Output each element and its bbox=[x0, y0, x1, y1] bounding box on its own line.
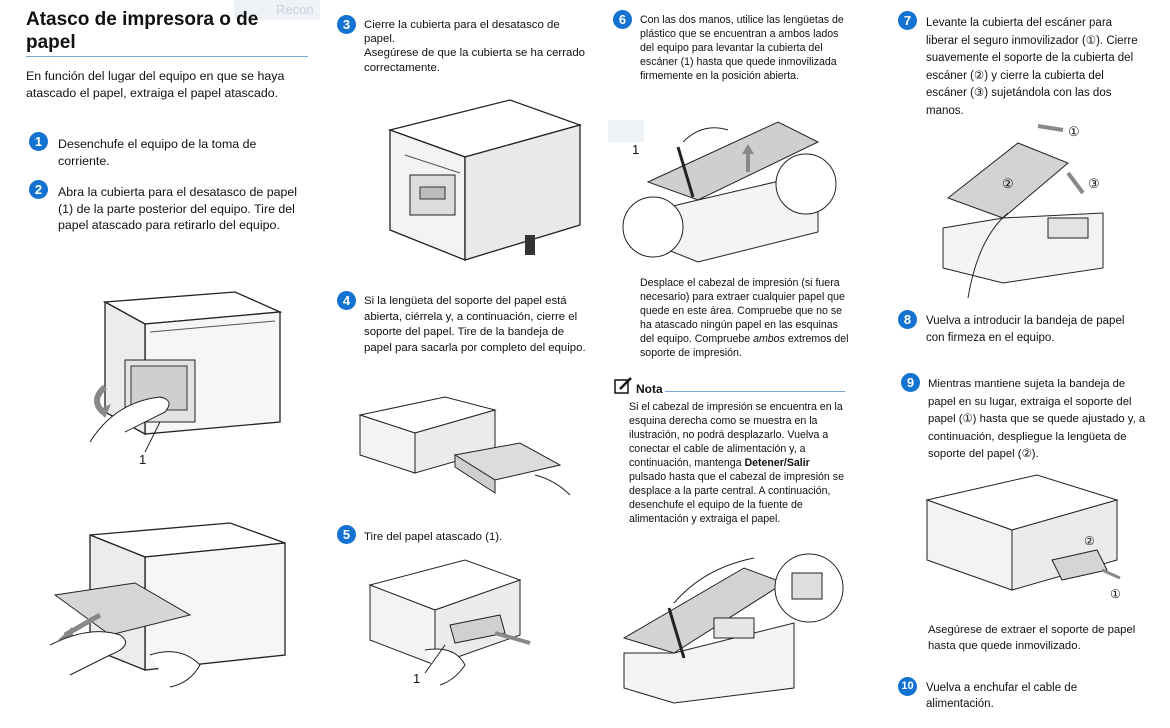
note-text-b: pulsado hasta que el cabezal de impresió… bbox=[629, 471, 844, 525]
step-9-subtext: Asegúrese de extraer el soporte de papel… bbox=[928, 624, 1136, 652]
step-3-text: Cierre la cubierta para el desatasco de … bbox=[364, 18, 589, 75]
callout-c2-fig10: ② bbox=[1002, 176, 1014, 191]
step-3-badge: 3 bbox=[337, 15, 356, 34]
step-6-sub-b: extremos del soporte de impresión. bbox=[640, 333, 849, 359]
step-7-badge: 7 bbox=[898, 11, 917, 30]
callout-c3-fig10: ③ bbox=[1088, 176, 1100, 191]
rear-cover-closed-illustration bbox=[387, 99, 583, 261]
step-8-badge: 8 bbox=[898, 310, 917, 329]
step-9-text: Mientras mantiene sujeta la bandeja de p… bbox=[928, 378, 1146, 460]
note-pencil-icon bbox=[614, 377, 632, 394]
page-title: Atasco de impresora o de papel bbox=[26, 9, 259, 53]
step-3-line1: Cierre la cubierta para el desatasco de … bbox=[364, 19, 560, 46]
pull-paper-rear-illustration bbox=[50, 522, 286, 688]
title-divider bbox=[26, 56, 308, 57]
callout-1-fig6: 1 bbox=[413, 671, 420, 686]
step-5-badge: 5 bbox=[337, 525, 356, 544]
step-4-text: Si la lengüeta del soporte del papel est… bbox=[364, 295, 586, 354]
step-9-badge: 9 bbox=[901, 373, 920, 392]
note-text-a: Si el cabezal de impresión se encuentra … bbox=[629, 401, 843, 469]
callout-1-fig7: 1 bbox=[632, 142, 639, 157]
step-10-text: Vuelva a enchufar el cable de alimentaci… bbox=[926, 682, 1078, 710]
rear-cover-illustration: 1 bbox=[89, 291, 283, 467]
callout-c1-fig10: ① bbox=[1068, 124, 1080, 139]
step-6-text: Con las dos manos, utilice las lengüetas… bbox=[640, 14, 844, 82]
scanner-cover-open-illustration: 1 bbox=[608, 120, 837, 263]
callout-c1-fig11: ① bbox=[1110, 587, 1121, 601]
step-6-sub-a: Desplace el cabezal de impresión (si fue… bbox=[640, 277, 845, 345]
callout-c2-fig11: ② bbox=[1084, 534, 1095, 548]
step-6-sub-em: ambos bbox=[753, 333, 785, 345]
pull-paper-front-illustration: 1 bbox=[368, 559, 531, 686]
step-5-text: Tire del papel atascado (1). bbox=[364, 531, 503, 543]
step-6-badge: 6 bbox=[613, 10, 632, 29]
step-4-badge: 4 bbox=[337, 291, 356, 310]
step-7-text: Levante la cubierta del escáner para lib… bbox=[926, 17, 1138, 117]
step-2-text: Abra la cubierta para el desatasco de pa… bbox=[58, 185, 298, 232]
print-head-illustration bbox=[622, 553, 844, 704]
callout-1-fig2: 1 bbox=[139, 452, 146, 467]
step-1-text: Desenchufe el equipo de la toma de corri… bbox=[58, 137, 257, 168]
step-3-line2: Asegúrese de que la cubierta se ha cerra… bbox=[364, 47, 585, 74]
note-title: Nota bbox=[636, 382, 663, 396]
note-bold-key: Detener/Salir bbox=[744, 457, 810, 469]
intro-paragraph: En función del lugar del equipo en que s… bbox=[26, 69, 285, 100]
note-text: Si el cabezal de impresión se encuentra … bbox=[629, 400, 847, 526]
step-6-subtext: Desplace el cabezal de impresión (si fue… bbox=[640, 276, 850, 360]
ghost-tab: Recon bbox=[234, 0, 320, 20]
note-divider bbox=[665, 391, 845, 392]
step-2-badge: 2 bbox=[29, 180, 48, 199]
step-8-text: Vuelva a introducir la bandeja de papel … bbox=[926, 315, 1125, 344]
step-10-badge: 10 bbox=[898, 677, 917, 696]
paper-support-illustration: ② ① bbox=[925, 474, 1121, 601]
step-1-badge: 1 bbox=[29, 132, 48, 151]
tray-removal-illustration bbox=[358, 396, 571, 496]
scanner-lock-illustration: ① ② ③ bbox=[942, 124, 1104, 298]
